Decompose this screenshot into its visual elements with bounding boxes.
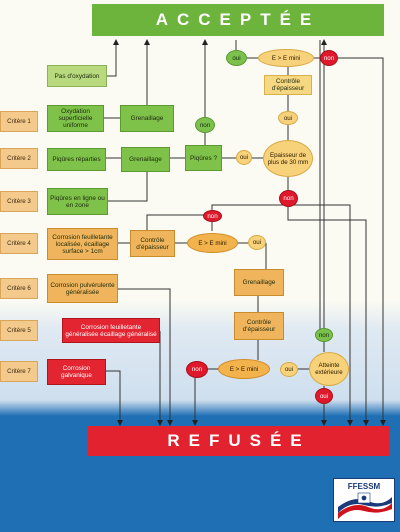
non-atteinte-oval: non [315, 328, 333, 342]
criterion-5-label: Critère 5 [0, 320, 38, 341]
criterion-6-label: Critère 6 [0, 278, 38, 299]
corrosion-pulverulente-box: Corrosion pulvérulente généralisée [47, 274, 118, 303]
piqures-reparties-box: Piqûres réparties [47, 148, 106, 171]
e-emini-c4-oval: E > E mini [187, 233, 238, 253]
criterion-4-label: Critère 4 [0, 233, 38, 254]
criterion-1-label: Critère 1 [0, 111, 38, 132]
corrosion-feuilletante-generalisee-box: Corrosion feuilletante généralisée écail… [62, 318, 160, 343]
piqures-en-ligne-box: Piqûres en ligne ou en zone [47, 188, 108, 215]
criterion-3-label: Critère 3 [0, 191, 38, 212]
oui-atteinte-oval: oui [315, 388, 333, 404]
oui-bottom-oval: oui [280, 362, 298, 377]
grenaillage-2-box: Grenaillage [121, 147, 170, 172]
grenaillage-3-box: Grenaillage [234, 269, 284, 296]
e-emini-top-oval: E > E mini [258, 49, 314, 67]
epaisseur-30mm-oval: Epaisseur de plus de 30 mm [263, 140, 313, 177]
non-bottom-oval: non [186, 361, 208, 378]
oxidation-uniform-box: Oxydation superficielle uniforme [47, 105, 104, 132]
non-top-oval: non [320, 50, 338, 66]
corrosion-feuilletante-localisee-box: Corrosion feuilletante localisée, écaill… [47, 228, 118, 260]
controle-epaisseur-top-box: Contrôle d'épaisseur [264, 75, 312, 95]
oui-mid-oval: oui [278, 111, 298, 125]
piqures-question-box: Piqûres ? [185, 145, 222, 171]
oui-top-oval: oui [226, 50, 247, 66]
ffessm-flag-icon [338, 492, 392, 519]
atteinte-exterieure-oval: Atteinte extérieure [309, 352, 349, 386]
controle-epaisseur-2-box: Contrôle d'épaisseur [234, 312, 284, 340]
no-oxidation-box: Pas d'oxydation [47, 65, 107, 87]
refused-banner: REFUSÉE [88, 426, 390, 456]
criterion-7-label: Critère 7 [0, 361, 38, 382]
oui-piqures-oval: oui [236, 150, 252, 165]
criterion-2-label: Critère 2 [0, 148, 38, 169]
e-emini-bottom-oval: E > E mini [218, 359, 270, 379]
corrosion-galvanique-box: Corrosion galvanique [47, 359, 106, 385]
non-left-oval: non [195, 117, 215, 133]
accepted-banner: ACCEPTÉE [92, 4, 384, 36]
non-30mm-oval: non [279, 190, 298, 207]
grenaillage-1-box: Grenaillage [120, 105, 174, 132]
ffessm-logo: FFESSM [333, 478, 395, 522]
ffessm-logo-text: FFESSM [347, 482, 381, 491]
oui-c4-oval: oui [248, 235, 266, 250]
controle-epaisseur-1-box: Contrôle d'épaisseur [130, 230, 175, 257]
non-c4-oval: non [203, 210, 222, 222]
